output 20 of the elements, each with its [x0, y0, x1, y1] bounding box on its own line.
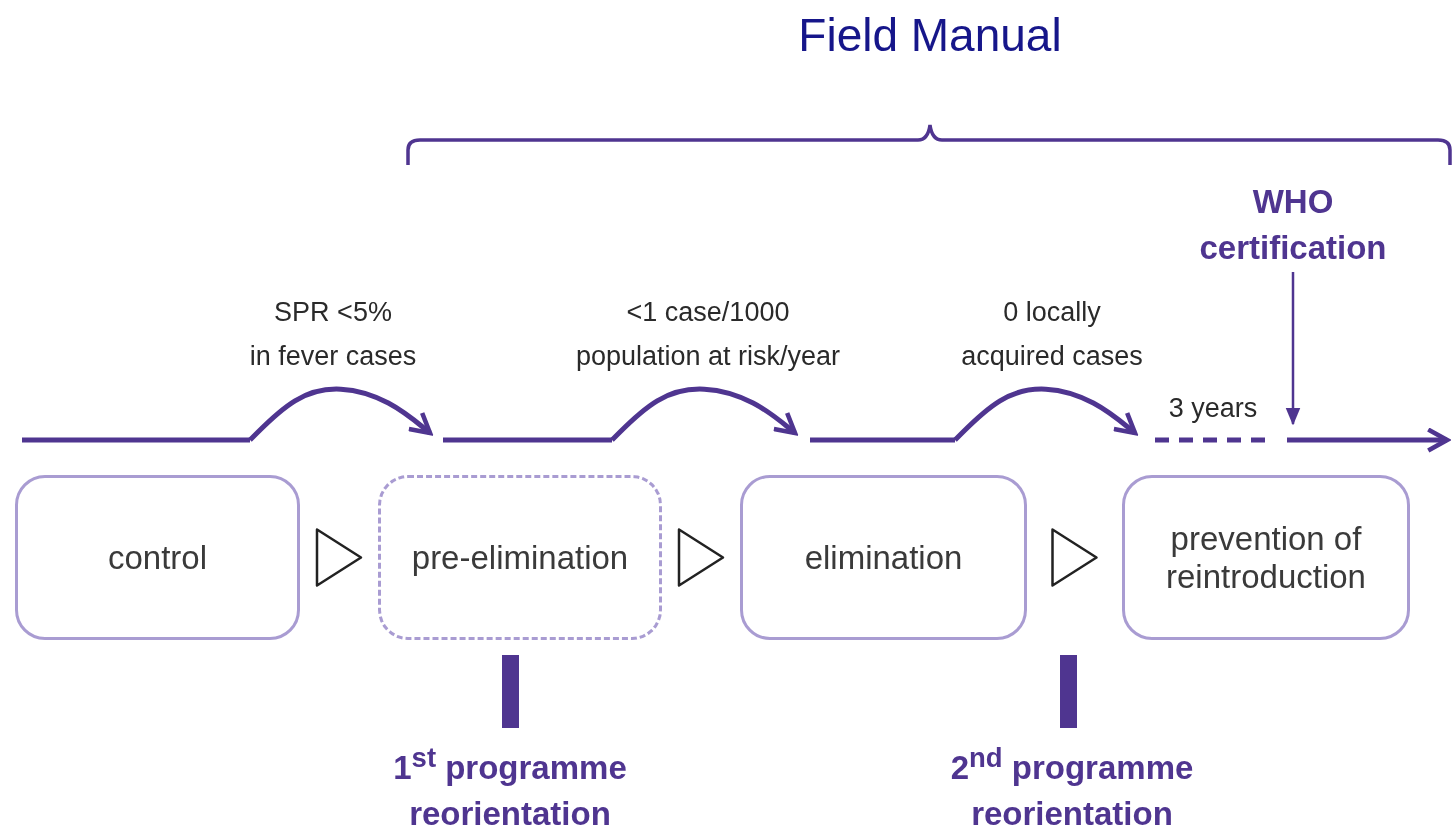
stage-label: control: [106, 538, 209, 577]
dashed-stage-box: [378, 475, 662, 640]
chevron-arrow: [1051, 528, 1098, 587]
annotation-text: WHO certification: [1198, 182, 1388, 268]
chevron-arrow: [315, 528, 363, 587]
stage-label: pre-elimination: [410, 538, 630, 577]
stage-label: prevention of reintroduction: [1165, 519, 1367, 596]
stage-box: [1122, 475, 1410, 640]
stage-label: elimination: [803, 538, 964, 577]
stage-box: [740, 475, 1027, 640]
milestone-text: 2$^{nd}$ programme reorientation: [949, 741, 1195, 826]
stage-box: [15, 475, 300, 640]
chevron-arrow: [677, 528, 725, 587]
threshold-text: SPR <5% in fever cases: [248, 296, 418, 373]
duration-text: 3 years: [1167, 392, 1259, 425]
leader-arrow: [1285, 272, 1301, 426]
threshold-text: 0 locally acquired cases: [960, 296, 1144, 373]
threshold-text: <1 case/1000 population at risk/year: [574, 296, 842, 373]
milestone-text: 1$^{st}$ programme reorientation: [392, 741, 628, 826]
title: Field Manual: [797, 8, 1063, 62]
